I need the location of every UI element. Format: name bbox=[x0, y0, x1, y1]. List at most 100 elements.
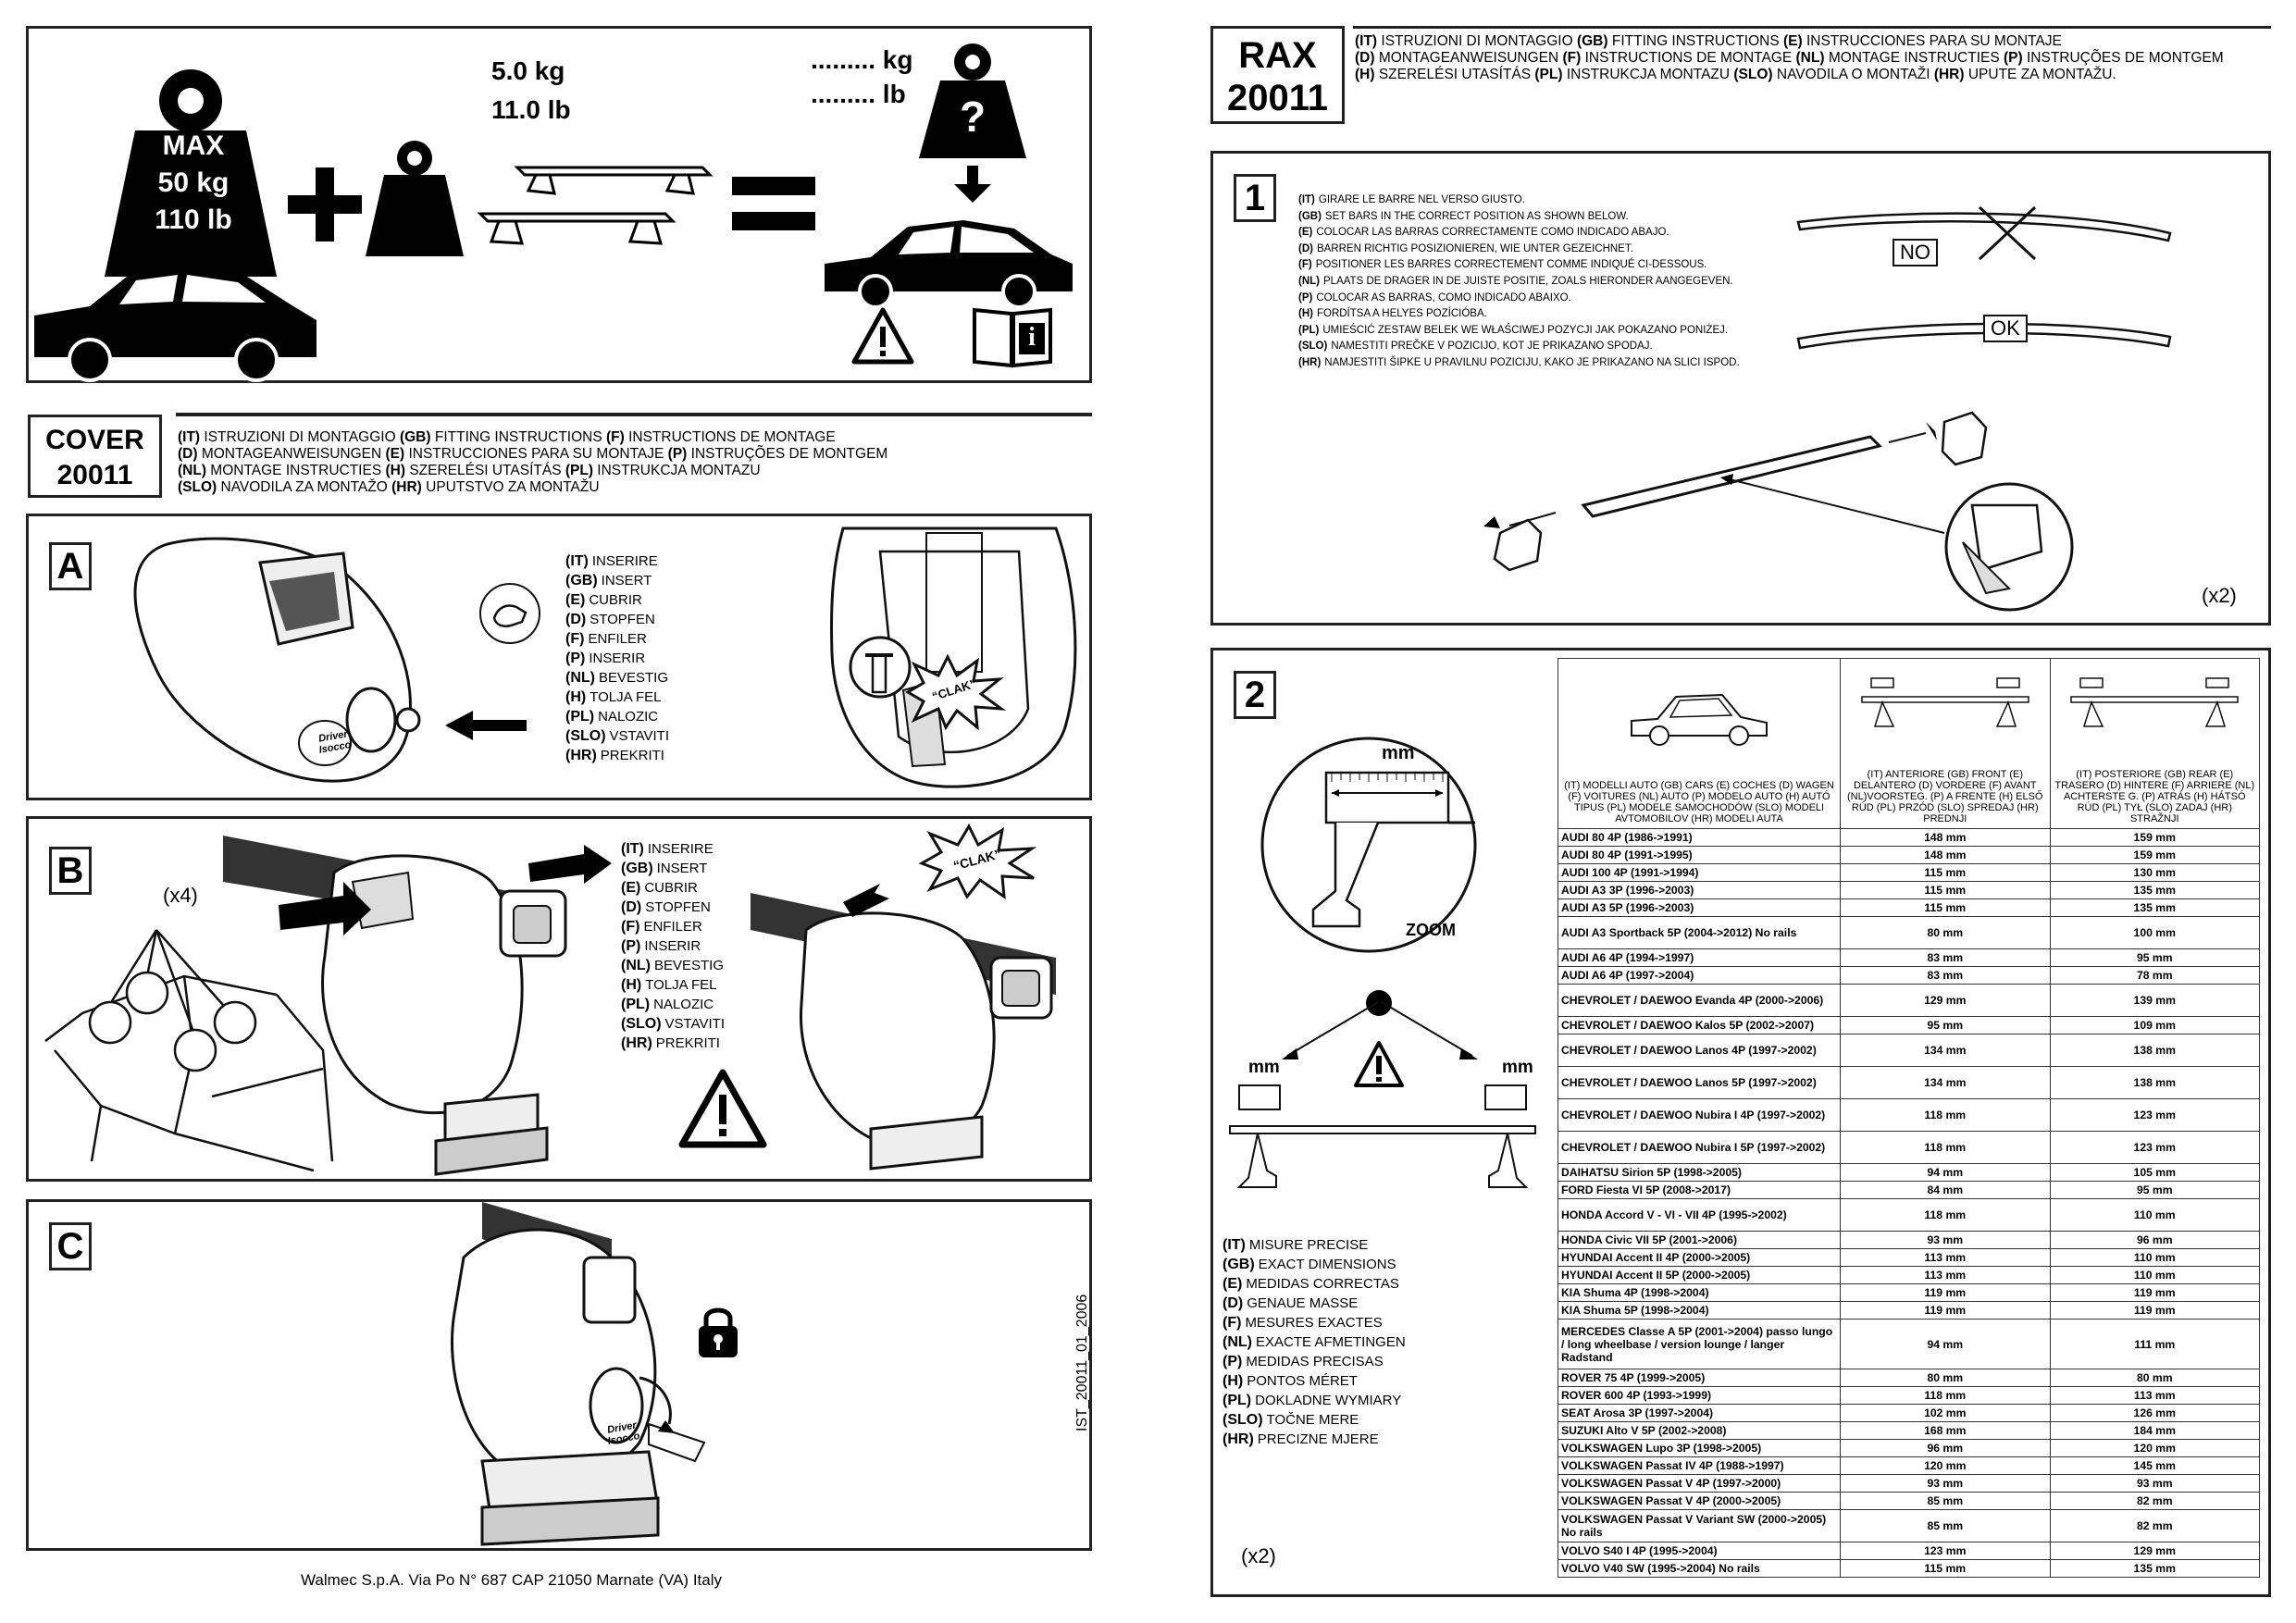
left-mm-label: mm bbox=[1248, 1058, 1280, 1077]
language-code: (SLO) bbox=[178, 479, 217, 495]
language-code: (P) bbox=[2004, 50, 2023, 66]
language-code: (HR) bbox=[1933, 67, 1965, 82]
front-mm-cell: 119 mm bbox=[1840, 1301, 2051, 1319]
front-mm-cell: 118 mm bbox=[1840, 1131, 2051, 1164]
step-2-count: (x2) bbox=[1241, 1544, 1276, 1567]
insert-word: INSERIR bbox=[644, 938, 701, 954]
rear-mm-cell: 159 mm bbox=[2049, 828, 2260, 847]
list-item: (P)INSERIR bbox=[565, 649, 669, 668]
language-code: (E) bbox=[1298, 227, 1313, 239]
language-code: (GB) bbox=[1298, 210, 1322, 222]
rear-mm-cell: 139 mm bbox=[2049, 984, 2260, 1017]
rear-mm-cell: 96 mm bbox=[2049, 1231, 2260, 1249]
bar-assembly-drawing bbox=[1483, 411, 2074, 612]
insert-word: ENFILER bbox=[643, 919, 702, 935]
insert-word: ENFILER bbox=[588, 631, 647, 647]
car-roof-drawing bbox=[44, 929, 334, 1172]
instruction-text: COLOCAR AS BARRAS, COMO INDICADO ABAIXO. bbox=[1316, 291, 1571, 304]
insert-word: TOLJA FEL bbox=[645, 977, 717, 993]
car-model-cell: KIA Shuma 5P (1998->2004) bbox=[1557, 1301, 1842, 1319]
bar-click-drawing bbox=[751, 884, 1056, 1171]
language-code: (E) bbox=[1222, 1276, 1243, 1292]
insert-word: NALOZIC bbox=[598, 709, 659, 725]
language-code: (NL) bbox=[1298, 275, 1320, 287]
car-model-cell: HYUNDAI Accent II 5P (2000->2005) bbox=[1557, 1266, 1842, 1284]
language-text: MONTAGE INSTRUCTIES bbox=[206, 463, 386, 478]
list-item: (NL)PLAATS DE DRAGER IN DE JUISTE POSITI… bbox=[1298, 274, 1740, 291]
rear-mm-cell: 82 mm bbox=[2049, 1492, 2260, 1510]
car-model-cell: VOLVO S40 I 4P (1995->2004) bbox=[1557, 1542, 1842, 1560]
rear-mm-cell: 123 mm bbox=[2049, 1131, 2260, 1164]
car-model-cell: VOLKSWAGEN Passat V Variant SW (2000->20… bbox=[1557, 1509, 1842, 1542]
panel-a: A Driver Isocco (IT)INSERIRE(GB)INSERT(E… bbox=[26, 514, 1092, 800]
language-text: INSTRUÇÕES DE MONTGEM bbox=[687, 446, 888, 462]
car-model-cell: CHEVROLET / DAEWOO Lanos 4P (1997->2002) bbox=[1557, 1034, 1842, 1067]
insert-word: INSERIRE bbox=[647, 841, 714, 857]
car-model-cell: CHEVROLET / DAEWOO Nubira I 5P (1997->20… bbox=[1557, 1131, 1842, 1164]
front-mm-cell: 96 mm bbox=[1840, 1439, 2051, 1457]
front-mm-cell: 95 mm bbox=[1840, 1016, 2051, 1035]
rear-mm-cell: 129 mm bbox=[2049, 1542, 2260, 1560]
step-1-number: 1 bbox=[1234, 174, 1276, 222]
panel-c-letter: C bbox=[49, 1222, 92, 1270]
list-item: (SLO)TOČNE MERE bbox=[1222, 1410, 1406, 1430]
bar-wrong-orientation bbox=[1796, 205, 2172, 261]
car-model-cell: AUDI A3 Sportback 5P (2004->2012) No rai… bbox=[1557, 916, 1842, 949]
rear-mm-cell: 100 mm bbox=[2049, 916, 2260, 949]
language-text: INSTRUCTIONS DE MONTAGE bbox=[624, 429, 836, 445]
car-model-cell: AUDI A3 5P (1996->2003) bbox=[1557, 898, 1842, 917]
step-1-instructions: (IT)GIRARE LE BARRE NEL VERSO GIUSTO.(GB… bbox=[1298, 192, 1740, 372]
step-1-count: (x2) bbox=[2202, 584, 2237, 607]
language-code: (F) bbox=[565, 631, 585, 647]
car-model-cell: CHEVROLET / DAEWOO Evanda 4P (2000->2006… bbox=[1557, 984, 1842, 1017]
rear-mm-cell: 123 mm bbox=[2049, 1098, 2260, 1132]
table-row: MERCEDES Classe A 5P (2001->2004) passo … bbox=[1557, 1319, 2260, 1369]
language-code: (F) bbox=[605, 429, 625, 445]
table-row: CHEVROLET / DAEWOO Lanos 5P (1997->2002)… bbox=[1557, 1066, 2260, 1099]
dimension-word: TOČNE MERE bbox=[1266, 1412, 1359, 1428]
rear-mm-cell: 109 mm bbox=[2049, 1016, 2260, 1035]
front-mm-cell: 102 mm bbox=[1840, 1404, 2051, 1422]
language-code: (D) bbox=[1298, 242, 1313, 254]
rear-mm-cell: 159 mm bbox=[2049, 846, 2260, 864]
header-rear: (IT) POSTERIORE (GB) REAR (E) TRASERO (D… bbox=[2049, 658, 2260, 829]
table-row: VOLKSWAGEN Passat V Variant SW (2000->20… bbox=[1557, 1509, 2260, 1542]
language-code: (H) bbox=[1298, 308, 1313, 320]
list-item: (HR)PREKRITI bbox=[565, 746, 669, 765]
language-code: (SLO) bbox=[621, 1016, 662, 1032]
rax-header-rule bbox=[1353, 26, 2271, 29]
front-mm-cell: 168 mm bbox=[1840, 1421, 2051, 1440]
list-item: (GB)INSERT bbox=[621, 859, 725, 878]
language-text: FITTING INSTRUCTIONS bbox=[430, 429, 606, 445]
language-code: (D) bbox=[1355, 50, 1375, 66]
language-code: (PL) bbox=[621, 997, 651, 1012]
bar-weight-kg: 5.0 kg bbox=[491, 56, 565, 85]
list-item: (GB)INSERT bbox=[565, 571, 669, 590]
car-icon bbox=[1631, 693, 1769, 746]
front-mm-cell: 93 mm bbox=[1840, 1474, 2051, 1493]
dimension-word: PONTOS MÉRET bbox=[1247, 1373, 1358, 1389]
header-cars-text: (IT) MODELLI AUTO (GB) CARS (E) COCHES (… bbox=[1564, 780, 1834, 824]
language-code: (GB) bbox=[1222, 1257, 1255, 1272]
left-arrow-icon bbox=[445, 711, 527, 740]
front-mm-cell: 94 mm bbox=[1840, 1163, 2051, 1182]
language-line: (NL) MONTAGE INSTRUCTIES (H) SZERELÉSI U… bbox=[178, 463, 887, 479]
language-text: INSTRUCTIONS DE MONTAGE bbox=[1581, 50, 1796, 66]
car-model-cell: FORD Fiesta VI 5P (2008->2017) bbox=[1557, 1181, 1842, 1199]
list-item: (D)GENAUE MASSE bbox=[1222, 1294, 1406, 1313]
instruction-text: NAMESTITI PREČKE V POZICIJO, KOT JE PRIK… bbox=[1331, 341, 1653, 353]
list-item: (PL)UMIEŚCIĆ ZESTAW BELEK WE WŁAŚCIWEJ P… bbox=[1298, 323, 1740, 340]
max-label: MAX bbox=[162, 130, 225, 161]
front-mm-cell: 83 mm bbox=[1840, 948, 2051, 967]
language-code: (F) bbox=[1298, 259, 1312, 271]
language-line: (D) MONTAGEANWEISUNGEN (E) INSTRUCCIONES… bbox=[178, 446, 887, 463]
zoom-detail-drawing bbox=[1260, 737, 1477, 953]
language-line: (IT) ISTRUZIONI DI MONTAGGIO (GB) FITTIN… bbox=[178, 429, 887, 446]
language-code: (E) bbox=[385, 446, 405, 462]
